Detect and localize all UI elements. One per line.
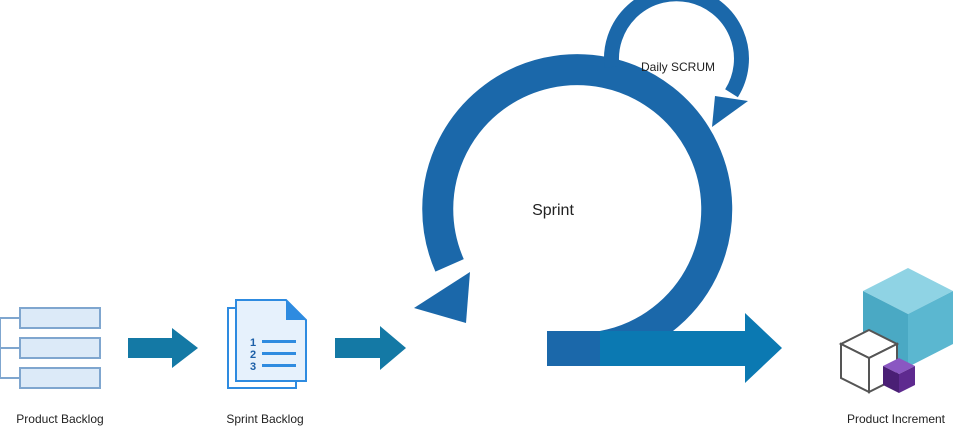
- product-increment-label: Product Increment: [847, 412, 946, 426]
- flow-arrow-2: [335, 326, 406, 370]
- sprint-backlog-label: Sprint Backlog: [226, 412, 303, 426]
- product-backlog-label: Product Backlog: [16, 412, 103, 426]
- doc-number-1: 1: [250, 337, 256, 349]
- daily-scrum-label: Daily SCRUM: [641, 60, 715, 74]
- stacked-list-icon: [0, 307, 101, 389]
- numbered-document-icon: 1 2 3: [227, 299, 307, 389]
- doc-number-2: 2: [250, 349, 256, 361]
- cubes-icon: [838, 268, 953, 394]
- flow-arrow-1: [128, 328, 198, 368]
- doc-number-3: 3: [250, 361, 256, 373]
- output-arrow: [600, 313, 782, 383]
- daily-scrum-loop-arrow: [603, 0, 749, 127]
- sprint-label: Sprint: [532, 202, 574, 219]
